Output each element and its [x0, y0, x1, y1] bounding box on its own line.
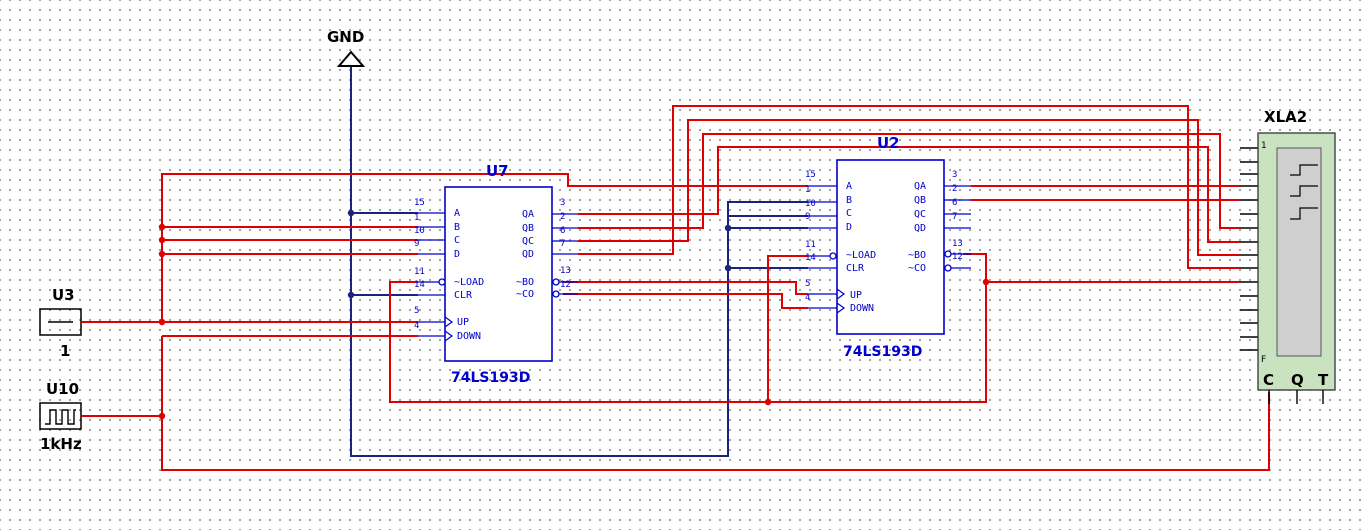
- u2-pinnum-a: 15: [805, 170, 816, 180]
- u2-pin-down: DOWN: [850, 303, 874, 314]
- u3-ref: U3: [52, 286, 75, 304]
- u7-ref: U7: [486, 162, 509, 180]
- u2-pinnum-load: 11: [805, 240, 816, 250]
- u7-pin-co: ~CO: [516, 289, 534, 300]
- ground-net: [347, 66, 808, 457]
- u2-pin-up: UP: [850, 290, 862, 301]
- u2-pin-d: D: [846, 222, 852, 233]
- u7-pinnum-co: 12: [560, 280, 571, 290]
- u2-part: 74LS193D: [843, 344, 922, 360]
- u7-pin-bo: ~BO: [516, 277, 534, 288]
- counter-u2[interactable]: U2 A B C D ~LOAD CLR UP DOWN QA QB Q: [805, 134, 971, 360]
- u2-pinnum-c: 10: [805, 199, 816, 209]
- u2-pin-qc: QC: [914, 209, 926, 220]
- u2-pin-c: C: [846, 208, 852, 219]
- u2-pin-qa: QA: [914, 181, 926, 192]
- xla2-ref: XLA2: [1264, 108, 1307, 126]
- u2-pin-qd: QD: [914, 223, 926, 234]
- source-u3[interactable]: U3 1: [39, 286, 82, 360]
- u10-ref: U10: [46, 380, 79, 398]
- gnd-symbol[interactable]: GND: [327, 28, 366, 67]
- u2-pinnum-qc: 6: [952, 198, 957, 208]
- u2-pinnum-co: 12: [952, 252, 963, 262]
- u7-pin-qa: QA: [522, 209, 534, 220]
- u2-ref: U2: [877, 134, 900, 152]
- square-wave-icon: [45, 409, 76, 425]
- u7-pinnum-up: 5: [414, 306, 419, 316]
- u2-pinnum-qb: 2: [952, 184, 957, 194]
- counter-u7[interactable]: U7 A B C D ~LOAD CLR UP DOWN QA QB Q: [414, 162, 578, 386]
- u7-pin-qc: QC: [522, 236, 534, 247]
- u2-pinnum-up: 5: [805, 279, 810, 289]
- u2-pin-qb: QB: [914, 195, 926, 206]
- u7-pinnum-qa: 3: [560, 198, 565, 208]
- u7-pinnum-b: 1: [414, 213, 419, 223]
- u2-pin-a: A: [846, 181, 852, 192]
- u2-pin-clr: CLR: [846, 263, 865, 274]
- u2-pinnum-qd: 7: [952, 212, 957, 222]
- u7-pinnum-qd: 7: [560, 239, 565, 249]
- xla2-first-channel: 1: [1261, 141, 1267, 151]
- logic-analyzer-xla2[interactable]: XLA2 1 F C Q T: [1240, 108, 1336, 404]
- u2-pinnum-qa: 3: [952, 170, 957, 180]
- xla2-pin-q: Q: [1291, 371, 1304, 389]
- u7-pin-c: C: [454, 235, 460, 246]
- xla2-pin-t: T: [1318, 371, 1329, 389]
- u2-pin-bo: ~BO: [908, 250, 926, 261]
- xla2-pin-c: C: [1263, 371, 1274, 389]
- u7-pinnum-down: 4: [414, 321, 419, 331]
- u10-value: 1kHz: [40, 435, 82, 453]
- waveform-icon: [1290, 164, 1318, 220]
- u7-pinnum-qc: 6: [560, 226, 565, 236]
- u2-pin-b: B: [846, 195, 852, 206]
- u2-pin-load: ~LOAD: [846, 250, 876, 261]
- u7-pin-d: D: [454, 249, 460, 260]
- u2-pinnum-b: 1: [805, 185, 810, 195]
- clock-u10[interactable]: U10 1kHz: [39, 380, 82, 453]
- u7-pin-up: UP: [457, 317, 469, 328]
- u7-pin-b: B: [454, 222, 460, 233]
- u7-pinnum-clr: 14: [414, 280, 425, 290]
- u3-value: 1: [60, 342, 70, 360]
- u2-pin-co: ~CO: [908, 263, 926, 274]
- u2-pinnum-down: 4: [805, 293, 810, 303]
- u7-pinnum-d: 9: [414, 239, 419, 249]
- signal-wires: [82, 105, 1270, 471]
- u7-pinnum-load: 11: [414, 267, 425, 277]
- u7-pinnum-bo: 13: [560, 266, 571, 276]
- u7-pinnum-c: 10: [414, 226, 425, 236]
- u7-pin-down: DOWN: [457, 331, 481, 342]
- u7-pinnum-a: 15: [414, 198, 425, 208]
- u7-pin-clr: CLR: [454, 290, 473, 301]
- xla2-last-channel: F: [1261, 355, 1266, 365]
- u7-pinnum-qb: 2: [560, 212, 565, 222]
- u7-pin-load: ~LOAD: [454, 277, 484, 288]
- u2-pinnum-d: 9: [805, 212, 810, 222]
- u7-pin-a: A: [454, 208, 460, 219]
- u7-pin-qb: QB: [522, 223, 534, 234]
- u2-pinnum-clr: 14: [805, 253, 816, 263]
- u2-pinnum-bo: 13: [952, 239, 963, 249]
- gnd-label: GND: [327, 28, 364, 46]
- u7-part: 74LS193D: [451, 370, 530, 386]
- u7-pin-qd: QD: [522, 249, 534, 260]
